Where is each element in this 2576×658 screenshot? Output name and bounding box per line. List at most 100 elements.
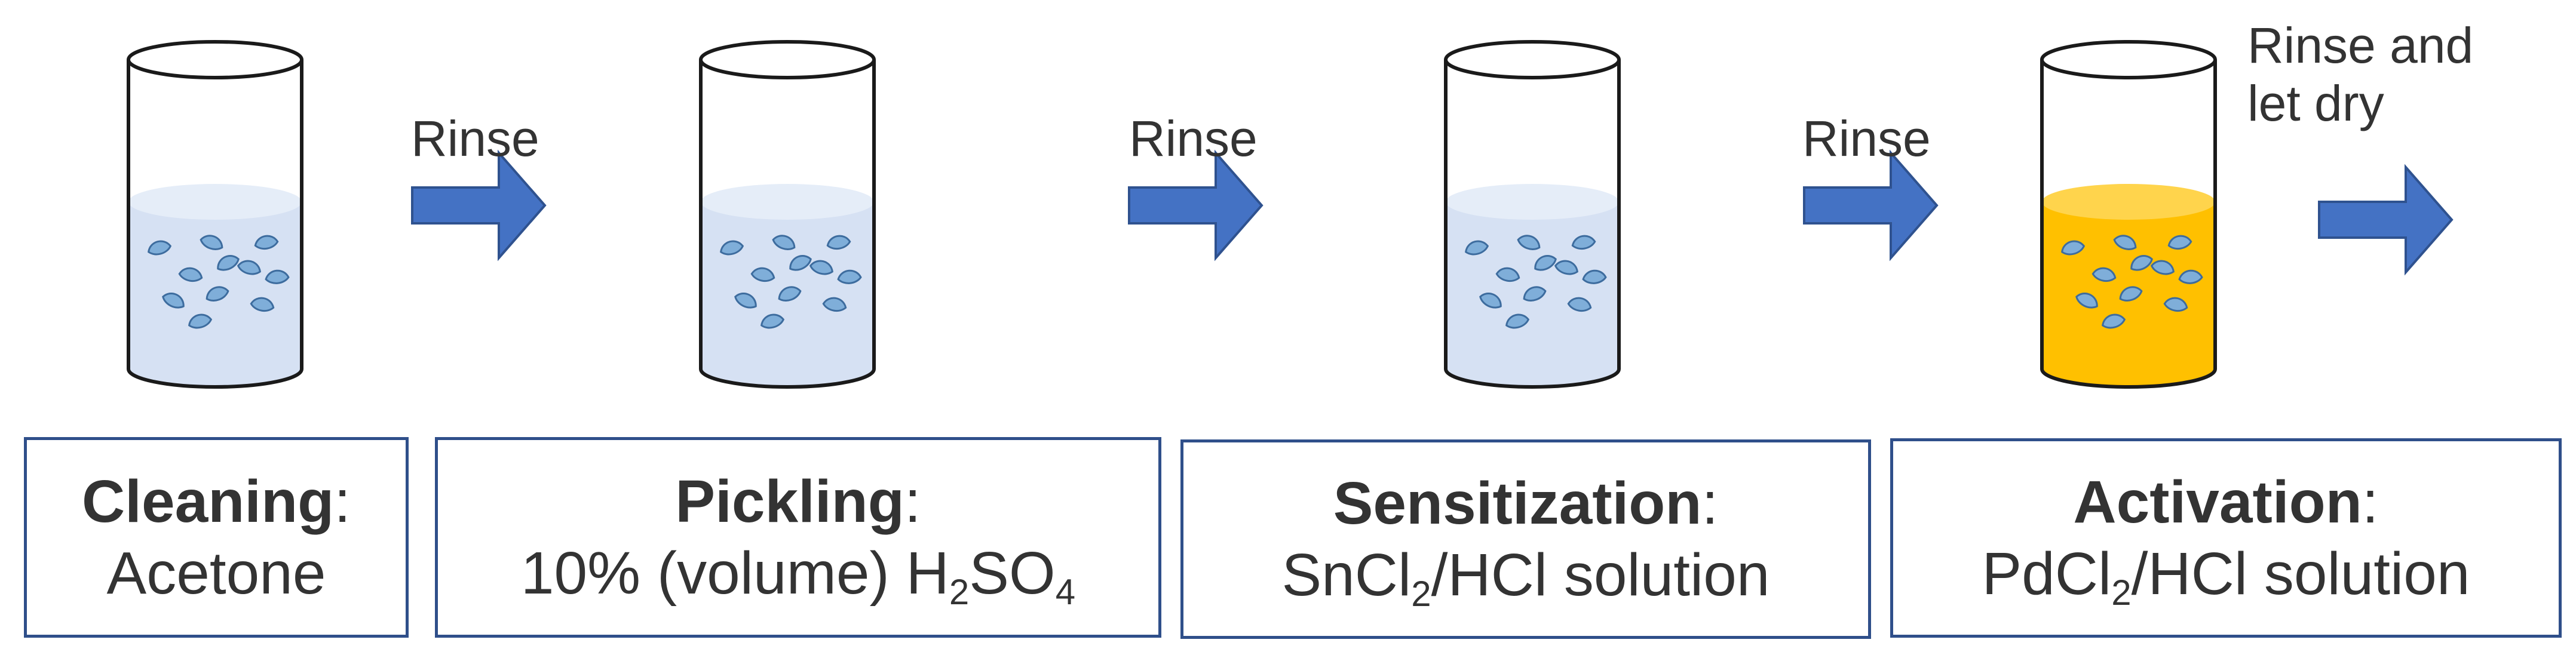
step-detail-sensitization: SnCl2/HCl solution [1281, 539, 1770, 614]
rinse-arrow-1 [411, 149, 547, 262]
step-title-activation-colon: : [2362, 469, 2379, 536]
sample-piece-4 [2092, 267, 2117, 282]
sample-piece-5 [789, 255, 812, 271]
sample-piece-5 [217, 255, 240, 271]
step-title-pickling-text: Pickling [675, 468, 904, 535]
beaker-body [127, 60, 303, 389]
sample-piece-11 [760, 313, 785, 329]
step-title-activation: Activation: [2073, 466, 2378, 538]
sample-piece-2 [772, 235, 796, 250]
step-detail-activation-pre: PdCl [1982, 540, 2112, 607]
sample-piece-7 [837, 269, 862, 284]
liquid-surface [2042, 184, 2215, 220]
sample-piece-3 [826, 235, 851, 250]
rinse-label-1-text: Rinse [411, 110, 539, 167]
step-detail-sensitization-pre: SnCl [1281, 542, 1412, 608]
sample-piece-1 [2061, 240, 2086, 256]
beaker-rim [127, 40, 303, 79]
sample-piece-5 [1534, 255, 1557, 271]
sample-piece-3 [1571, 235, 1596, 250]
liquid-surface [701, 184, 874, 220]
step-title-cleaning-text: Cleaning [81, 468, 335, 535]
beaker-rim [1444, 40, 1621, 79]
sample-piece-7 [2178, 269, 2203, 284]
rinse-label-2: Rinse [1129, 110, 1258, 168]
liquid-surface [128, 184, 302, 220]
sample-piece-9 [778, 286, 802, 302]
step-detail-sensitization-sub1: 2 [1411, 574, 1431, 614]
step-title-cleaning: Cleaning: [82, 466, 351, 537]
sample-piece-4 [750, 267, 775, 282]
beaker-body [699, 60, 876, 389]
sample-piece-10 [250, 297, 275, 312]
step-title-sensitization: Sensitization: [1333, 468, 1719, 539]
sample-piece-4 [1495, 267, 1520, 282]
step-detail-activation-sub1: 2 [2111, 573, 2132, 613]
step-title-sensitization-text: Sensitization [1333, 470, 1702, 537]
sample-piece-8 [2075, 293, 2098, 309]
sample-piece-2 [200, 235, 223, 250]
beaker-body [2040, 60, 2217, 389]
step-detail-pickling-pre: 10% (volume) H [520, 540, 949, 607]
sample-piece-10 [1567, 297, 1592, 312]
step-title-activation-text: Activation [2073, 469, 2362, 536]
sample-piece-5 [2130, 255, 2153, 271]
beaker-rim [699, 40, 876, 79]
beaker-pickling [699, 40, 876, 389]
beaker-sensitization [1444, 40, 1621, 389]
step-detail-activation: PdCl2/HCl solution [1982, 538, 2470, 613]
sample-piece-6 [237, 260, 261, 275]
step-title-pickling-colon: : [904, 468, 921, 535]
sample-piece-8 [734, 293, 757, 309]
beaker-body [1444, 60, 1621, 389]
sample-piece-6 [1554, 260, 1578, 275]
sample-piece-3 [254, 235, 279, 250]
sample-piece-11 [188, 313, 213, 329]
step-detail-pickling-sub2: 4 [1055, 572, 1076, 612]
sample-piece-2 [1517, 235, 1541, 250]
rinse-dry-label: Rinse and let dry [2247, 17, 2473, 132]
sample-piece-2 [2113, 235, 2137, 250]
sample-piece-3 [2167, 235, 2192, 250]
step-detail-pickling: 10% (volume) H2SO4 [520, 537, 1076, 612]
step-title-sensitization-colon: : [1701, 470, 1719, 537]
rinse-arrow-2 [1128, 149, 1264, 262]
step-title-cleaning-colon: : [334, 468, 351, 535]
sample-piece-10 [2163, 297, 2188, 312]
beaker-cleaning [127, 40, 303, 389]
rinse-dry-label-line1: Rinse and [2247, 17, 2474, 73]
step-box-cleaning: Cleaning: Acetone [24, 437, 409, 638]
rinse-arrow-3 [1803, 149, 1939, 262]
sample-piece-8 [162, 293, 185, 309]
sample-piece-8 [1479, 293, 1502, 309]
beaker-rim [2040, 40, 2217, 79]
step-detail-pickling-sub1: 2 [949, 572, 970, 612]
sample-piece-1 [148, 240, 172, 256]
sample-piece-6 [2150, 260, 2175, 275]
step-box-activation: Activation: PdCl2/HCl solution [1890, 438, 2562, 638]
step-detail-cleaning-text: Acetone [106, 540, 326, 607]
rinse-label-1: Rinse [411, 110, 539, 168]
beaker-activation [2040, 40, 2217, 389]
rinse-dry-label-line2: let dry [2247, 75, 2384, 131]
sample-piece-11 [1505, 313, 1530, 329]
step-box-sensitization: Sensitization: SnCl2/HCl solution [1180, 439, 1871, 639]
sample-piece-9 [1523, 286, 1547, 302]
step-detail-sensitization-post: /HCl solution [1431, 542, 1770, 608]
sample-piece-1 [1465, 240, 1489, 256]
step-box-pickling: Pickling: 10% (volume) H2SO4 [435, 437, 1161, 638]
rinse-label-3-text: Rinse [1802, 110, 1931, 167]
sample-piece-9 [2119, 286, 2143, 302]
sample-piece-10 [822, 297, 847, 312]
sample-piece-9 [206, 286, 229, 302]
rinse-dry-arrow [2318, 164, 2454, 276]
sample-piece-7 [1582, 269, 1607, 284]
sample-piece-1 [720, 240, 744, 256]
rinse-label-3: Rinse [1802, 110, 1931, 168]
step-detail-pickling-mid: SO [969, 540, 1056, 607]
sample-piece-11 [2102, 313, 2126, 329]
step-title-pickling: Pickling: [675, 466, 921, 537]
step-detail-cleaning: Acetone [107, 537, 326, 609]
step-detail-activation-post: /HCl solution [2131, 540, 2470, 607]
